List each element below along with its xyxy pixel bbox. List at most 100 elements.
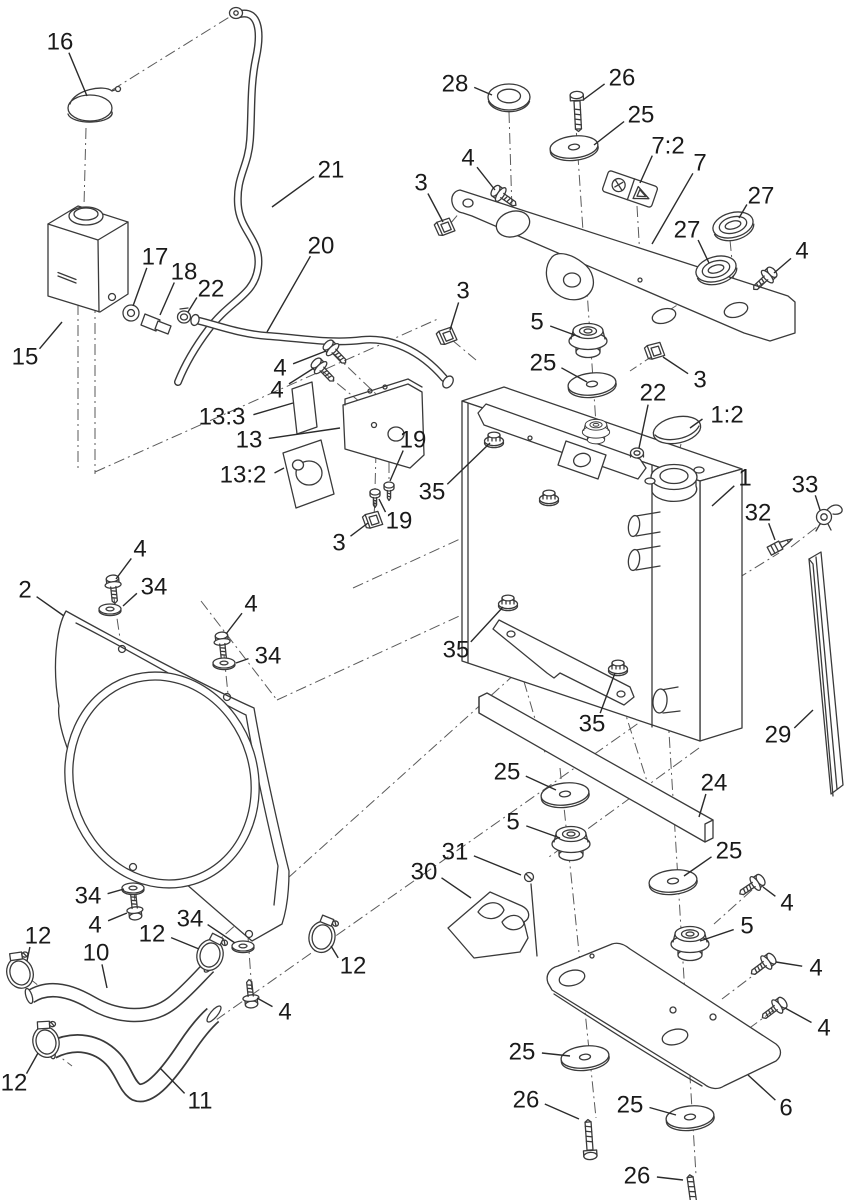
callout-leader-26 (656, 1176, 684, 1181)
callout-leader-34 (207, 924, 236, 944)
callout-label-17: 17 (142, 244, 169, 271)
callout-label-4: 4 (88, 912, 101, 939)
flange-bolt (734, 870, 769, 902)
rubber-mount (670, 925, 710, 962)
callout-label-28: 28 (442, 71, 469, 98)
callout-label-25: 25 (716, 838, 743, 865)
callout-leader-11 (159, 1067, 186, 1094)
callout-label-5: 5 (740, 913, 753, 940)
callout-leader-31 (473, 855, 522, 876)
callout-leader-17 (132, 267, 148, 307)
callout-label-13:3: 13:3 (199, 404, 246, 431)
callout-label-12: 12 (340, 953, 367, 980)
screw (383, 481, 395, 502)
callout-leader-12 (170, 936, 200, 950)
flange-bolt (756, 993, 791, 1025)
callout-leader-28 (473, 86, 493, 96)
small-nut (629, 447, 645, 459)
large-washer (539, 779, 591, 811)
callout-leader-6 (747, 1074, 776, 1101)
callout-leader-4 (256, 997, 273, 1008)
callout-label-11: 11 (188, 1088, 213, 1115)
callout-label-3: 3 (693, 367, 706, 394)
callout-label-21: 21 (318, 157, 345, 184)
bottle-fittings (122, 304, 192, 335)
callout-leader-1:2 (689, 418, 703, 429)
callout-leader-29 (793, 709, 814, 729)
callout-label-1: 1 (738, 465, 751, 492)
flange-bolt (307, 354, 340, 388)
callout-leader-34 (122, 592, 138, 607)
callout-leader-25 (649, 1106, 677, 1116)
callout-leader-7:2 (639, 155, 653, 184)
callout-leader-26 (544, 1103, 580, 1120)
callout-label-6: 6 (779, 1095, 792, 1122)
hose-clamp (305, 912, 341, 956)
callout-label-34: 34 (177, 906, 204, 933)
callout-leader-7 (651, 172, 694, 245)
callout-label-25: 25 (617, 1092, 644, 1119)
callout-leader-33 (814, 495, 821, 511)
callout-leader-18 (159, 282, 175, 316)
callout-label-25: 25 (628, 102, 655, 129)
callout-leader-25 (683, 856, 712, 877)
large-washer (548, 132, 600, 164)
callout-leader-35 (446, 442, 491, 485)
long-bolt (682, 1173, 703, 1200)
callout-leader-3 (350, 522, 369, 537)
callout-leader-13 (268, 427, 341, 440)
overflow-hose (174, 6, 263, 386)
callout-leader-35 (599, 672, 616, 714)
callout-label-25: 25 (509, 1039, 536, 1066)
long-bolt (580, 1118, 598, 1161)
bracket-13-set (282, 378, 425, 509)
callout-leader-4 (784, 1007, 812, 1024)
callout-leader-4 (292, 350, 327, 365)
callout-label-3: 3 (332, 530, 345, 557)
small-washer (212, 657, 236, 671)
radiator-upper-strip (477, 403, 647, 480)
callout-leader-15 (38, 321, 63, 350)
small-washer (98, 603, 122, 617)
callout-label-18: 18 (171, 259, 198, 286)
callout-label-3: 3 (414, 170, 427, 197)
callout-label-34: 34 (255, 643, 282, 670)
callout-leader-22 (187, 297, 198, 313)
round-grommet (487, 83, 531, 113)
callout-label-35: 35 (443, 637, 470, 664)
callout-label-12: 12 (139, 921, 166, 948)
callout-leader-3 (427, 193, 444, 223)
reservoir-cap (67, 85, 122, 123)
small-washer (231, 940, 255, 954)
callout-label-4: 4 (133, 536, 146, 563)
callout-label-15: 15 (12, 344, 39, 371)
callout-leader-12 (25, 1052, 39, 1074)
radiator-pipes (627, 511, 681, 714)
reservoir-bottle (47, 205, 129, 313)
callout-leader-19 (378, 498, 387, 513)
callout-label-4: 4 (244, 591, 257, 618)
callout-label-26: 26 (624, 1163, 651, 1190)
callout-label-19: 19 (386, 508, 413, 535)
oval-grommet (709, 207, 758, 246)
callout-label-30: 30 (411, 859, 438, 886)
callout-leader-25 (561, 367, 588, 383)
callout-label-4: 4 (817, 1015, 830, 1042)
rubber-mount (568, 322, 608, 359)
callout-leader-13:2 (274, 467, 285, 474)
callout-leader-30 (441, 877, 472, 899)
callout-label-4: 4 (461, 145, 474, 172)
clip-nut (361, 510, 384, 530)
callout-leader-13:3 (253, 402, 294, 416)
callout-label-27: 27 (674, 217, 701, 244)
callout-label-34: 34 (141, 574, 168, 601)
callout-label-34: 34 (75, 883, 102, 910)
radiator-cap (652, 415, 702, 445)
callout-leader-27 (738, 204, 748, 219)
callout-leader-24 (698, 793, 707, 818)
radiator-filler-neck (644, 463, 705, 502)
flange-bolt (240, 978, 261, 1010)
callout-leader-10 (101, 964, 108, 989)
